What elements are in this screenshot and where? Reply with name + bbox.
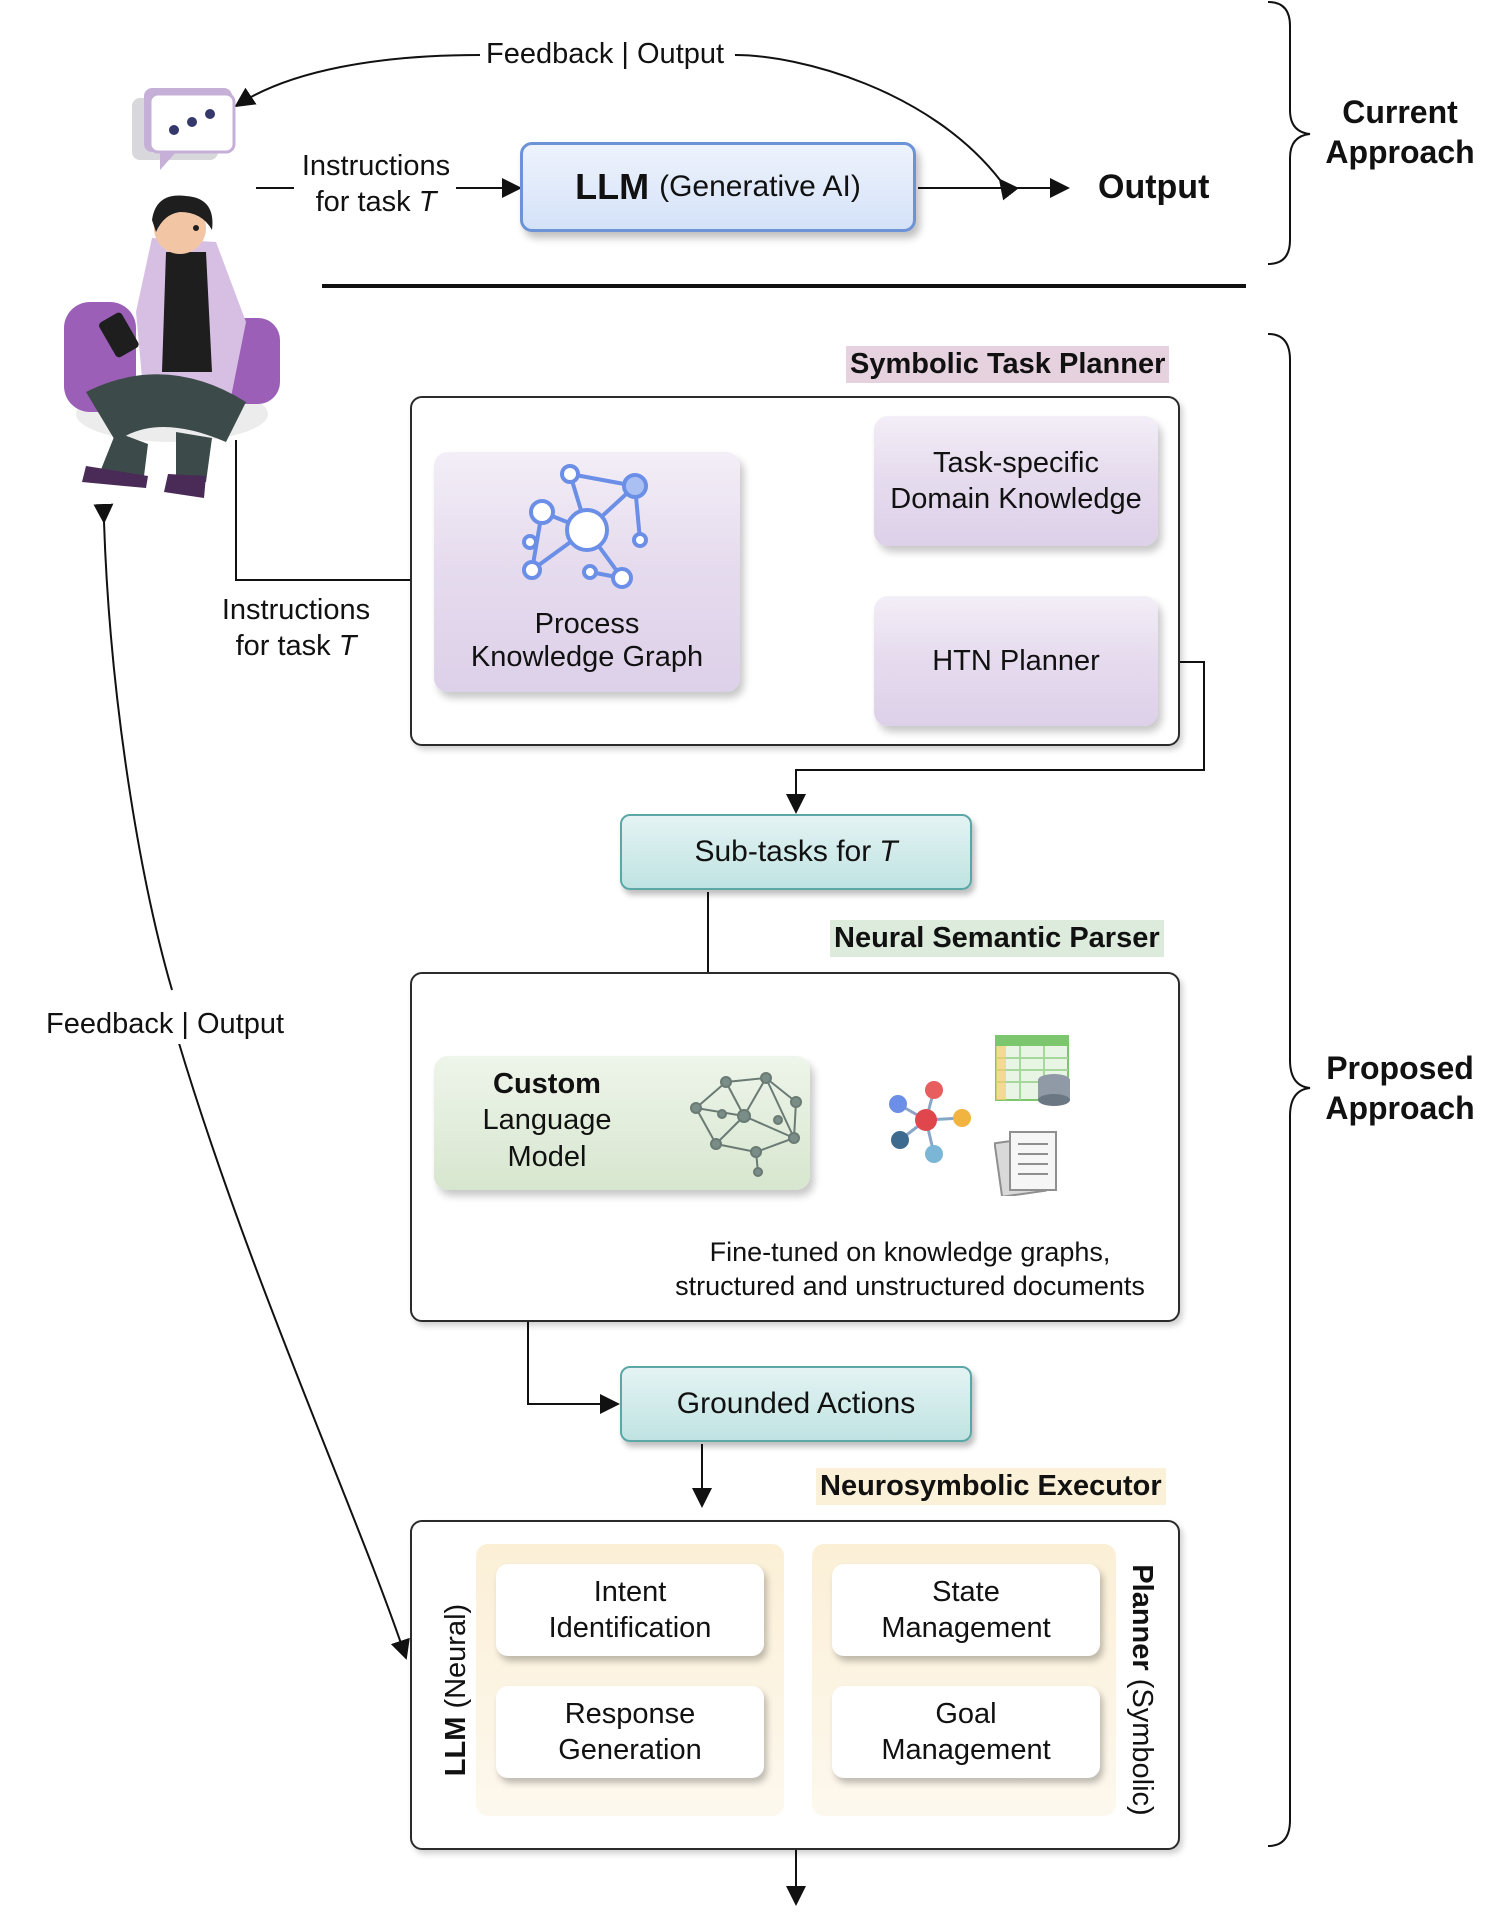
- subtasks-box: Sub-tasks for T: [620, 814, 972, 890]
- top-output-label: Output: [1098, 168, 1210, 206]
- current-approach-label: Current Approach: [1320, 92, 1480, 172]
- subtasks-task-var: T: [879, 835, 898, 868]
- process-kg-box: Process Knowledge Graph: [434, 452, 740, 692]
- custom-lm-box: Custom Language Model: [434, 1056, 810, 1190]
- left-task-var: T: [338, 630, 357, 663]
- goal-line1: Goal: [935, 1697, 997, 1730]
- finetune-line2: structured and unstructured documents: [675, 1270, 1145, 1301]
- user-illustration: [56, 192, 286, 502]
- custom-lm-line3: Model: [507, 1140, 587, 1173]
- top-instructions-line2: for task: [315, 186, 411, 219]
- subtasks-label: Sub-tasks for: [694, 835, 872, 868]
- llm-neural-bold: LLM: [439, 1716, 472, 1777]
- current-approach-line2: Approach: [1325, 134, 1475, 170]
- llm-neural-vertical-label: LLM (Neural): [438, 1604, 474, 1776]
- custom-lm-text: Custom Language Model: [462, 1066, 632, 1175]
- response-line2: Generation: [558, 1734, 702, 1766]
- process-kg-line2: Knowledge Graph: [470, 641, 704, 673]
- symbolic-planner-title: Symbolic Task Planner: [846, 346, 1170, 383]
- current-approach-line1: Current: [1342, 94, 1458, 130]
- neural-brain-icon: [690, 1072, 802, 1177]
- htn-planner-label: HTN Planner: [932, 644, 1100, 677]
- llm-generative-box: LLM (Generative AI): [520, 142, 916, 232]
- semantic-parser-title: Neural Semantic Parser: [830, 920, 1164, 957]
- response-generation-card: Response Generation: [496, 1686, 764, 1778]
- grounded-actions-label: Grounded Actions: [676, 1387, 916, 1420]
- proposed-approach-line2: Approach: [1325, 1090, 1475, 1126]
- knowledge-graph-icon: [522, 464, 648, 589]
- goal-line2: Management: [881, 1734, 1051, 1766]
- top-instructions-line2-wrap: for task T: [296, 184, 456, 220]
- top-task-var: T: [418, 186, 437, 219]
- finetune-line1: Fine-tuned on knowledge graphs,: [709, 1237, 1111, 1267]
- domain-knowledge-box: Task-specific Domain Knowledge: [874, 416, 1158, 546]
- domain-knowledge-line1: Task-specific: [933, 446, 1099, 479]
- response-line1: Response: [564, 1697, 696, 1730]
- process-kg-line1: Process: [534, 608, 640, 640]
- finetune-caption: Fine-tuned on knowledge graphs, structur…: [660, 1236, 1160, 1304]
- left-feedback-label: Feedback | Output: [44, 1004, 287, 1045]
- top-feedback-arrow: [236, 54, 1000, 180]
- planner-symbolic-rest: (Symbolic): [1126, 1678, 1159, 1816]
- top-feedback-label: Feedback | Output: [484, 36, 727, 73]
- planner-symbolic-vertical-label: Planner (Symbolic): [1124, 1564, 1160, 1815]
- left-feedback-arrow: [104, 522, 406, 1658]
- goal-management-card: Goal Management: [832, 1686, 1100, 1778]
- documents-icon: [994, 1131, 1057, 1196]
- planner-symbolic-bold: Planner: [1126, 1564, 1159, 1671]
- state-management-card: State Management: [832, 1564, 1100, 1656]
- proposed-approach-brace: [1267, 333, 1311, 1847]
- proposed-approach-label: Proposed Approach: [1320, 1048, 1480, 1128]
- proposed-approach-line1: Proposed: [1326, 1050, 1474, 1086]
- current-approach-brace: [1267, 1, 1311, 265]
- executor-title: Neurosymbolic Executor: [816, 1468, 1166, 1505]
- state-line1: State: [932, 1575, 1000, 1608]
- llm-bold-label: LLM: [575, 166, 650, 207]
- htn-planner-box: HTN Planner: [874, 596, 1158, 726]
- chat-bubble-icon: [130, 82, 240, 174]
- left-instructions-line2: for task: [235, 630, 331, 663]
- domain-knowledge-line2: Domain Knowledge: [890, 483, 1142, 515]
- intent-line1: Intent: [593, 1575, 667, 1608]
- top-instructions-line1: Instructions: [301, 150, 451, 182]
- intent-line2: Identification: [548, 1612, 712, 1644]
- left-instructions-label: Instructions for task T: [212, 592, 380, 665]
- custom-lm-line2: Language: [482, 1104, 612, 1137]
- custom-lm-line1: Custom: [493, 1068, 601, 1100]
- grounded-actions-box: Grounded Actions: [620, 1366, 972, 1442]
- left-instructions-line1: Instructions: [221, 594, 371, 626]
- network-icon: [889, 1081, 971, 1163]
- top-instructions-label: Instructions for task T: [296, 148, 456, 221]
- left-instructions-line2-wrap: for task T: [212, 628, 380, 664]
- llm-neural-rest: (Neural): [439, 1603, 472, 1709]
- intent-identification-card: Intent Identification: [496, 1564, 764, 1656]
- state-line2: Management: [881, 1612, 1051, 1644]
- llm-rest-label: (Generative AI): [659, 170, 861, 203]
- spreadsheet-database-icon: [995, 1035, 1070, 1106]
